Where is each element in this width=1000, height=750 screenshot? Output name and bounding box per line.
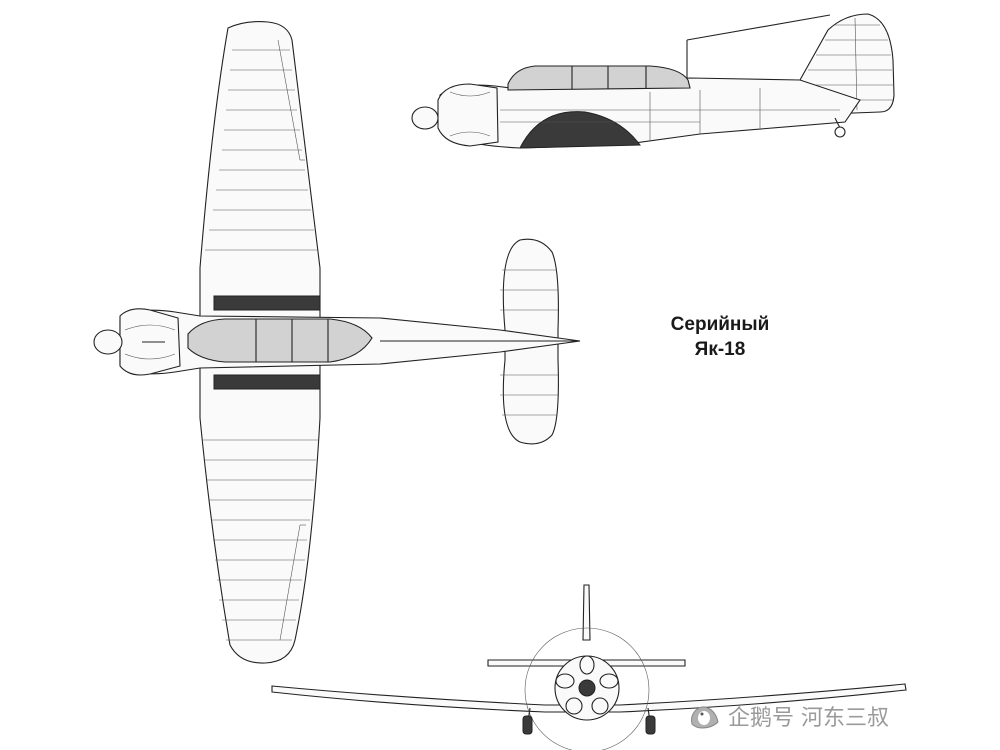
- flap-upper: [213, 295, 321, 311]
- tail-wheel: [834, 126, 846, 138]
- left-wheel: [522, 715, 533, 735]
- spinner-top: [93, 329, 123, 355]
- canopy-side: [507, 65, 691, 91]
- penguin-logo-icon: [691, 706, 719, 729]
- engine-cylinders: [555, 655, 619, 715]
- wing-ribs: [203, 39, 318, 641]
- side-view: [411, 13, 895, 149]
- fin-front: [582, 584, 591, 641]
- spinner-front: [578, 679, 596, 697]
- canopy-top: [187, 318, 373, 363]
- title-line-1: Серийный: [670, 314, 770, 335]
- spinner-side: [411, 106, 439, 130]
- wing-front: [271, 683, 907, 713]
- aircraft-title: Серийный Як-18: [640, 312, 800, 362]
- stabilizer-ribs: [500, 269, 558, 416]
- fuselage-panel-lines: [500, 88, 840, 140]
- front-view: [271, 584, 907, 750]
- watermark-text: 企鹅号 河东三叔: [728, 706, 889, 731]
- antenna-wire: [686, 14, 831, 41]
- title-line-2: Як-18: [694, 339, 746, 360]
- top-view: [93, 21, 581, 664]
- engine-cowling-side: [437, 83, 499, 147]
- flap-lower: [213, 374, 321, 390]
- watermark: 企鹅号 河东三叔: [688, 700, 889, 732]
- wing-root-side: [519, 111, 641, 149]
- propeller-disc: [524, 627, 650, 750]
- right-wheel: [645, 715, 656, 735]
